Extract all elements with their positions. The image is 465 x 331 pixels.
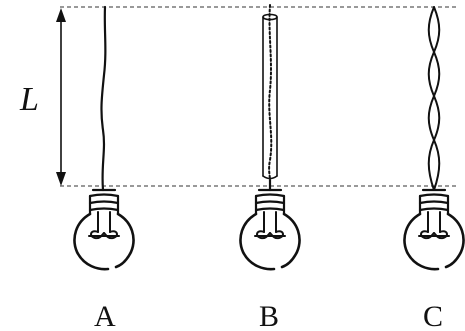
wire-in-tube-icon [262,4,278,192]
bulb-a-icon [73,188,135,271]
bulb-label-c: C [423,300,443,331]
bulb-c-icon [403,188,465,271]
twisted-wire-icon [427,6,441,191]
bulb-label-a: A [94,300,116,331]
bulb-label-b: B [259,300,279,331]
bulb-b-icon [239,188,301,271]
single-wire-icon [100,5,107,192]
length-dimension-arrow [56,8,66,186]
length-label: L [19,81,39,118]
